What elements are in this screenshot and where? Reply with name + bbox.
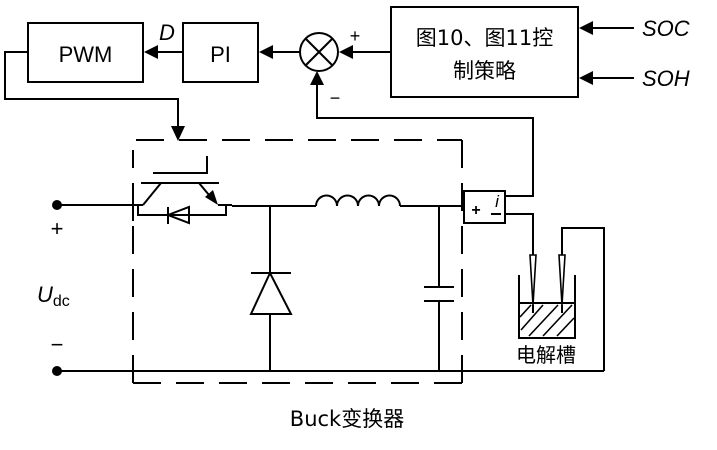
current-sensor: + i bbox=[463, 190, 534, 255]
reference-signal-arrow: + bbox=[339, 26, 391, 59]
pwm-label: PWM bbox=[59, 42, 113, 67]
electrolyzer-label: 电解槽 bbox=[516, 343, 576, 367]
igbt-switch bbox=[132, 153, 232, 225]
soc-input-arrow: SOC bbox=[579, 16, 690, 41]
source-voltage-label: Udc bbox=[37, 282, 70, 310]
gate-drive-signal-arrow bbox=[4, 51, 185, 141]
sum-minus-sign: − bbox=[330, 88, 341, 108]
output-capacitor bbox=[424, 206, 454, 371]
pi-block: PI bbox=[182, 22, 259, 83]
feedback-signal-arrow: − bbox=[310, 71, 534, 190]
sum-plus-sign: + bbox=[350, 26, 361, 46]
soc-label: SOC bbox=[642, 16, 690, 41]
summing-junction bbox=[299, 32, 339, 72]
strategy-label-line2: 制策略 bbox=[453, 59, 516, 83]
sensor-current-label: i bbox=[495, 192, 500, 211]
buck-converter-label: Buck变换器 bbox=[290, 407, 404, 431]
source-plus-sign: + bbox=[51, 216, 64, 241]
source-minus-sign: − bbox=[51, 332, 64, 357]
duty-label: D bbox=[159, 20, 175, 45]
soh-label: SOH bbox=[642, 66, 690, 91]
control-strategy-block: 图10、图11控 制策略 bbox=[390, 6, 579, 98]
buck-converter-boundary bbox=[132, 139, 463, 384]
freewheeling-diode bbox=[249, 206, 293, 371]
electrode-left bbox=[529, 254, 537, 306]
pi-label: PI bbox=[210, 42, 231, 67]
dc-source: + − Udc bbox=[37, 200, 70, 376]
electrolyte-hatch bbox=[519, 304, 575, 337]
inductor bbox=[315, 194, 464, 207]
electrolyzer: 电解槽 bbox=[516, 227, 605, 371]
soh-input-arrow: SOH bbox=[579, 66, 690, 91]
strategy-label-line1: 图10、图11控 bbox=[416, 26, 553, 50]
pwm-block: PWM bbox=[27, 22, 144, 83]
sensor-plus-sign: + bbox=[471, 202, 480, 219]
electrode-right bbox=[558, 254, 566, 306]
duty-signal-arrow: D bbox=[144, 20, 183, 59]
error-signal-arrow bbox=[259, 45, 300, 59]
